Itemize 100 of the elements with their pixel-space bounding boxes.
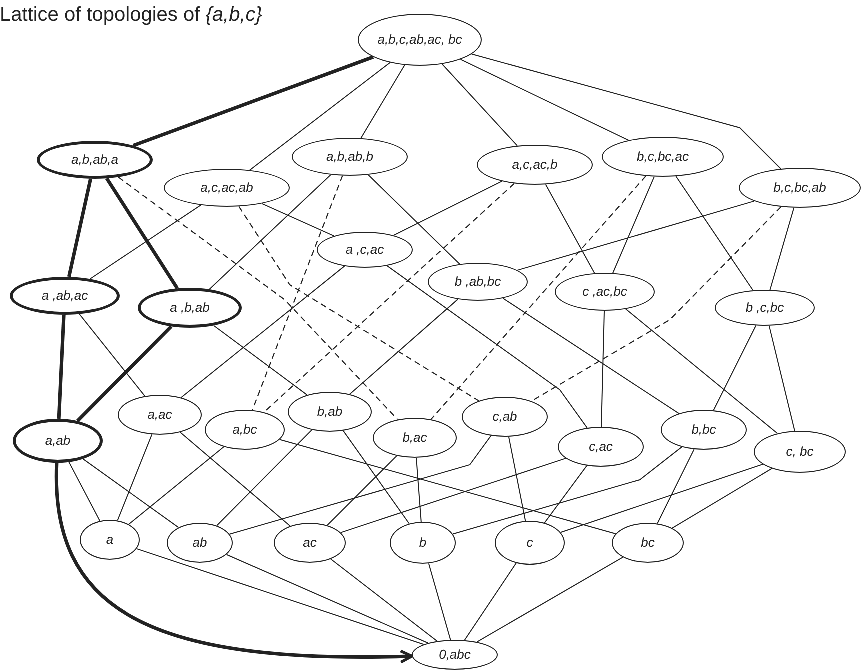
line [544,465,588,524]
line [180,432,291,527]
line [672,468,773,529]
line [770,207,795,291]
node-label: a,b,ab,a [72,152,118,168]
line [340,458,566,534]
line [416,457,422,523]
ellipse-node [390,522,456,564]
line [676,176,754,291]
node-label: b,c,bc,ab [774,180,826,196]
ellipse-node [317,232,413,268]
ellipse-node [555,273,655,311]
node-label: a ,ab,ac [42,288,88,304]
line [128,446,225,526]
line [476,556,624,643]
line [132,56,374,148]
line [428,563,452,641]
line [471,54,782,170]
line [393,180,503,236]
dashed-line [430,176,646,420]
diagram-title: Lattice of topologies of {a,b,c} [0,4,262,27]
ellipse-node [288,392,372,432]
node-label: a,b,ab,b [326,150,374,164]
line [136,548,424,646]
line [330,558,438,642]
dashed-line [264,183,515,413]
line [452,446,682,535]
node-label: c, bc [786,444,814,460]
line [90,204,202,280]
line [250,62,391,171]
node-label: 0,abc [439,648,471,662]
line [517,200,755,271]
node-label: a,ac [148,408,172,422]
line [545,184,596,274]
ellipse-node [167,523,233,563]
line [117,434,153,522]
line [713,325,757,412]
node-label: b,ab [317,404,343,420]
line [464,562,517,641]
node-label: c ,ac,bc [582,284,628,300]
line [342,430,410,524]
line [229,435,492,535]
arrow [55,462,414,664]
ellipse-node [428,263,528,301]
node-label: a [106,532,114,548]
node-label: c,ac [589,440,613,454]
dashed-line [531,206,782,402]
node-label: a ,c,ac [346,242,384,258]
ellipse-node [274,523,346,563]
node-label: b,c,bc,ac [636,150,690,164]
ellipse-node [495,521,565,565]
node-label: b [419,536,427,550]
line [213,325,308,396]
node-label: b ,ab,bc [454,274,502,290]
line [57,314,66,420]
line [626,308,778,434]
node-label: c [526,536,534,550]
line [502,298,680,414]
line [180,266,346,398]
node-label: a,c,ac,ab [200,180,254,196]
line [368,174,460,265]
line [508,436,526,522]
line [262,203,335,237]
line [326,456,398,526]
line [350,298,459,395]
line [442,64,518,146]
line [360,64,406,139]
node-label: a,bc [232,422,258,438]
node-label: a,c,ac,b [512,158,558,172]
node-label: b,ac [402,430,428,446]
line [612,176,655,274]
ellipse-node [205,410,285,450]
dashed-line [252,176,344,411]
node-label: ac [303,536,317,550]
node-label: bc [641,536,655,550]
node-label: ab [192,536,208,550]
node-label: c,ab [492,410,518,424]
line [279,439,616,534]
line [216,430,313,526]
line [79,314,146,397]
node-label: a,ab [45,434,71,448]
node-label: a ,b,ab [170,300,210,316]
line [226,554,429,644]
node-label: b,bc [692,422,716,438]
node-label: b ,c,bc [746,300,784,316]
line [657,449,695,524]
line [768,325,796,432]
line [601,310,605,428]
line [68,462,101,522]
line [386,265,588,429]
line [67,178,93,278]
ellipse-node [80,520,140,560]
line [105,178,179,290]
line [560,464,764,534]
ellipse-node [612,523,684,563]
dashed-line [238,206,480,402]
line [209,174,332,290]
node-label: a,b,c,ab,ac, bc [378,32,462,48]
ellipse-node [118,395,202,435]
line [460,59,630,141]
